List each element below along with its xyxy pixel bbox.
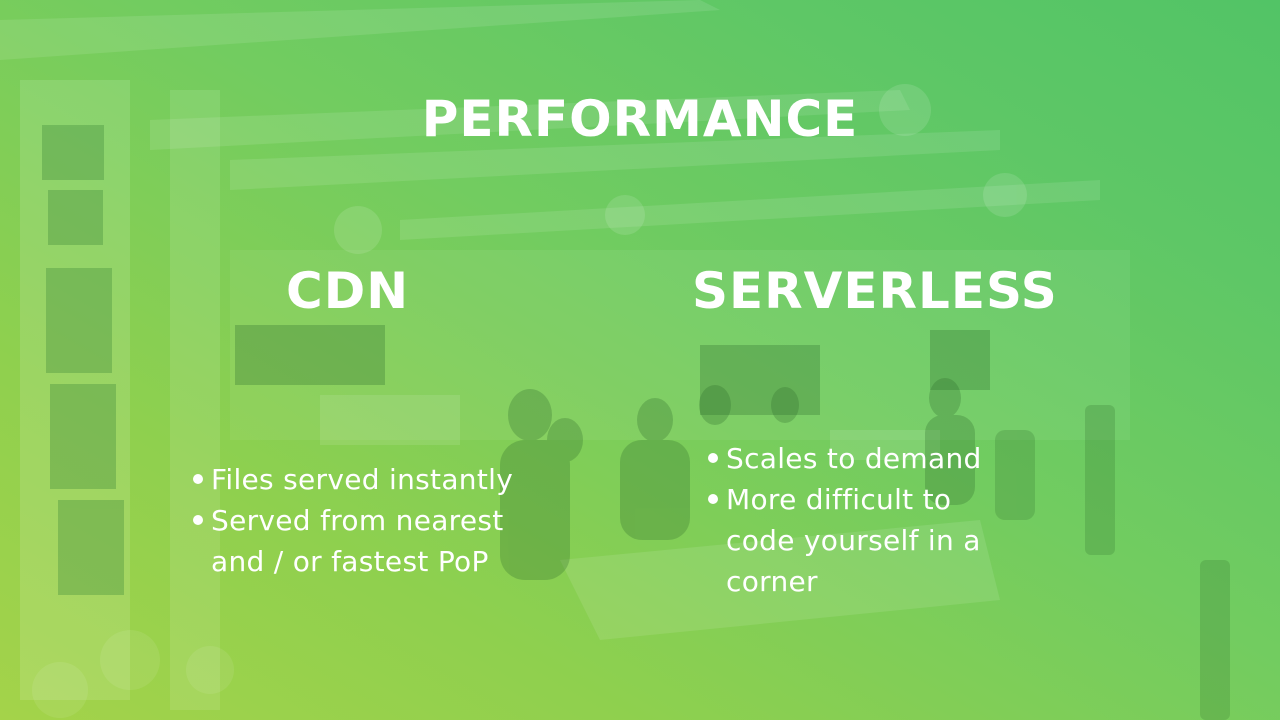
cdn-bullet-item: Served from nearest and / or fastest PoP bbox=[193, 500, 553, 582]
cdn-heading: CDN bbox=[286, 262, 410, 320]
cdn-bullet-item: Files served instantly bbox=[193, 459, 553, 500]
serverless-bullet-item: Scales to demand bbox=[708, 438, 1008, 479]
slide-title: PERFORMANCE bbox=[421, 90, 859, 148]
serverless-heading: SERVERLESS bbox=[692, 262, 1058, 320]
serverless-bullet-list: Scales to demand More difficult to code … bbox=[708, 438, 1008, 602]
cdn-bullet-list: Files served instantly Served from neare… bbox=[193, 459, 553, 582]
serverless-bullet-item: More difficult to code yourself in a cor… bbox=[708, 479, 1008, 602]
